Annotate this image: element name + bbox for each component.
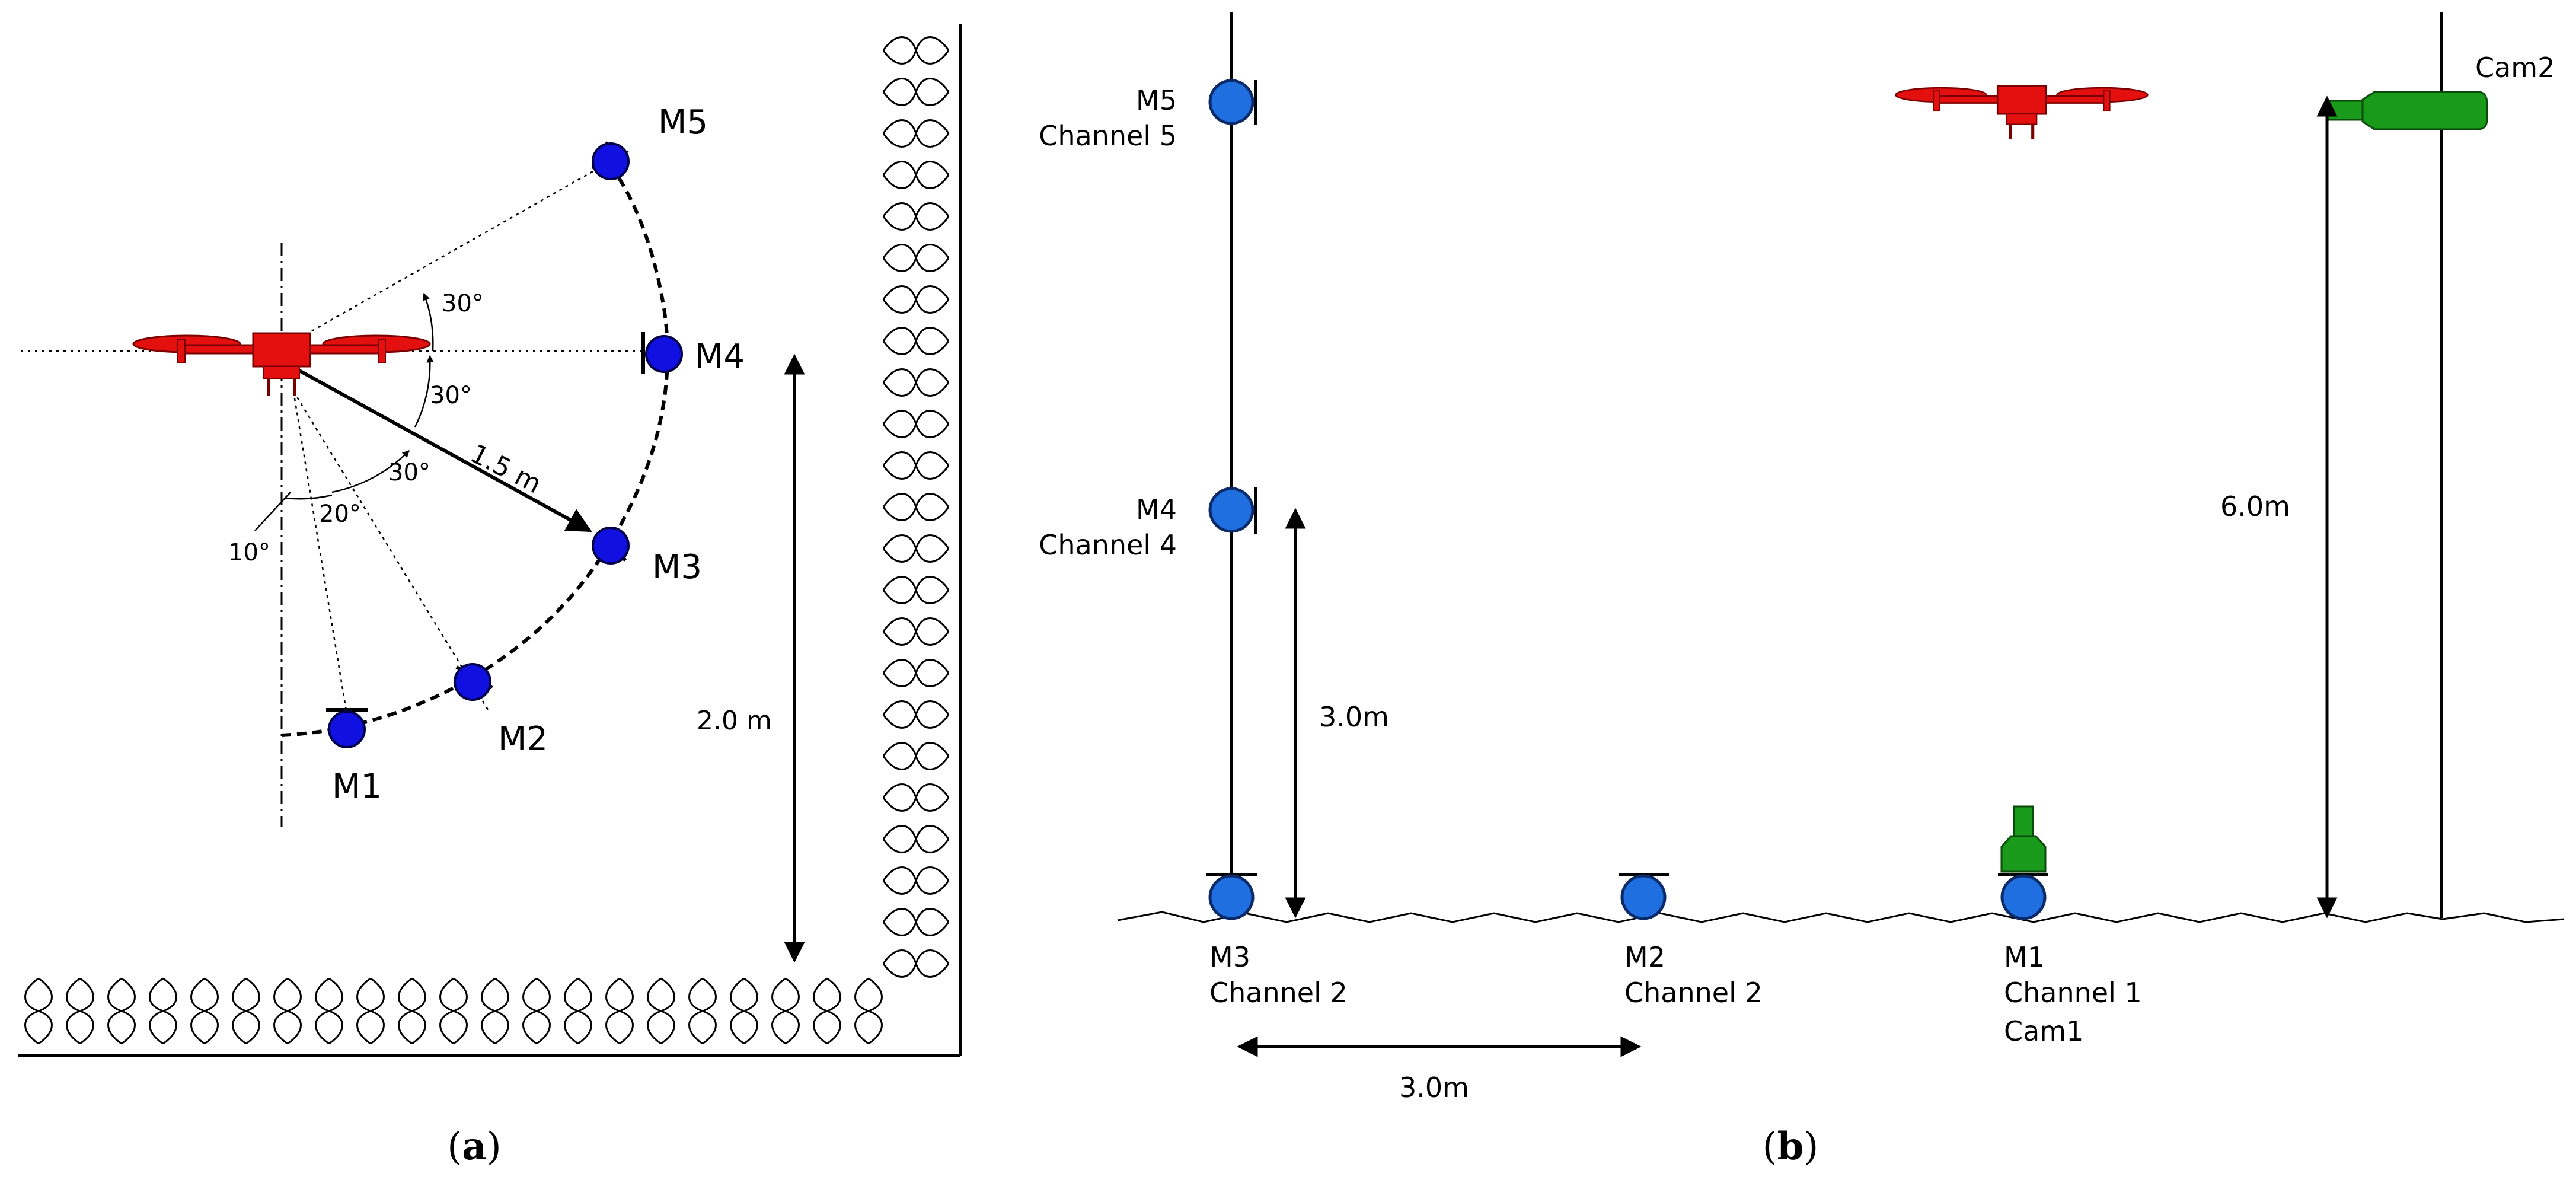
mic-m1-b [1998, 873, 2048, 920]
mic-m1-channel: Channel 1 [2004, 977, 2142, 1009]
vertical-label-3m: 3.0m [1319, 701, 1389, 733]
cam2-label: Cam2 [2475, 52, 2555, 84]
vertical-label-6m: 6.0m [2220, 490, 2290, 522]
height-label: 2.0 m [697, 706, 772, 736]
ground-line [1117, 911, 2565, 923]
mic-m3-b [1206, 873, 1257, 920]
mic-m2-channel: Channel 2 [1624, 977, 1763, 1009]
camera-cam2 [2326, 91, 2488, 130]
panel-b: M5 Channel 5 M4 Channel 4 M3 Channel 2 M… [1039, 12, 2565, 1169]
angle-20: 20° [319, 500, 361, 528]
radius-label: 1.5 m [465, 438, 546, 499]
angle-30-middle: 30° [430, 382, 472, 409]
mic-m1 [326, 708, 368, 748]
horizontal-label-3m: 3.0m [1399, 1072, 1469, 1104]
cam1-label: Cam1 [2004, 1015, 2083, 1047]
mic-m4-channel: Channel 4 [1039, 529, 1177, 561]
mic-m5-label-b: M5 [1136, 84, 1177, 116]
mic-m4 [641, 332, 683, 374]
mic-m2-b [1619, 873, 1669, 920]
mic-m2 [454, 663, 493, 701]
mic-m5-label: M5 [658, 103, 708, 142]
floor-absorber [18, 978, 889, 1044]
angle-10: 10° [228, 539, 270, 566]
mic-m1-label: M1 [332, 767, 382, 806]
drone-icon-b [1896, 86, 2148, 139]
direction-lines [292, 150, 629, 733]
mic-m2-label-b: M2 [1624, 941, 1665, 973]
mic-m3 [592, 527, 630, 565]
camera-cam1 [2000, 805, 2047, 873]
mic-m3-label-b: M3 [1209, 941, 1250, 973]
mic-m4-b [1208, 487, 1257, 534]
mic-m4-label: M4 [695, 337, 745, 376]
mic-m5-b [1208, 79, 1257, 125]
radius-arrow [298, 369, 592, 532]
mic-m2-label: M2 [498, 720, 548, 758]
mic-m3-channel: Channel 2 [1209, 977, 1348, 1009]
panel-a: 1.5 m 30° 30° 30° 20° 10° [18, 24, 962, 1169]
mic-m5 [591, 141, 630, 180]
angle-arcs [254, 292, 434, 531]
angle-30-top: 30° [442, 290, 484, 317]
mic-arc [281, 149, 669, 737]
caption-b: (b) [1763, 1124, 1819, 1169]
mic-m4-label-b: M4 [1136, 493, 1177, 525]
mic-m3-label: M3 [652, 548, 702, 586]
wall-absorber [883, 30, 949, 978]
caption-a: (a) [447, 1124, 501, 1169]
mic-m5-channel: Channel 5 [1039, 120, 1177, 152]
angle-30-lower: 30° [388, 459, 430, 486]
mic-m1-label-b: M1 [2004, 941, 2045, 973]
